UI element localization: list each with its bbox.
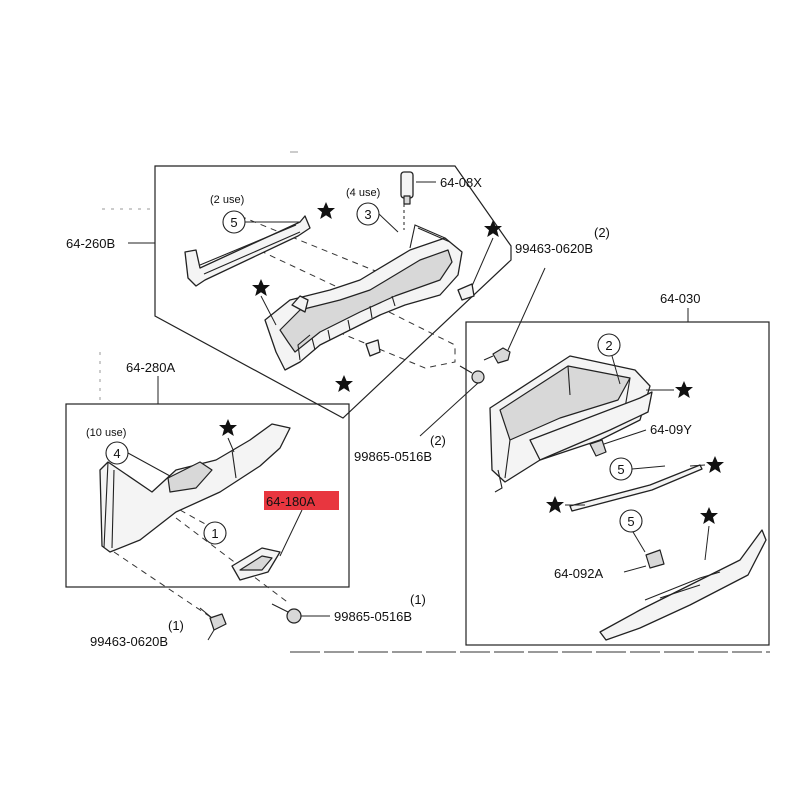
callout-use-4: (10 use) <box>86 427 126 439</box>
callout-circle-2 <box>597 333 621 357</box>
left-guide-lines-2 <box>113 551 216 621</box>
hinge-clip <box>457 283 475 301</box>
screw-bottom-label: 99865-0516B <box>334 609 412 624</box>
callout-2-leader <box>611 355 621 385</box>
star-icon <box>219 419 237 436</box>
lid-clip-label: 64-092A <box>554 566 603 581</box>
star-icon <box>675 381 693 398</box>
bolt-top-label: 99463-0620B <box>515 241 593 256</box>
screw-middle-label: 99865-0516B <box>354 449 432 464</box>
star-leader <box>704 525 710 561</box>
callout-number-2: 2 <box>605 338 612 353</box>
screw-bottom-qty: (1) <box>410 592 426 607</box>
callout-use-5: (2 use) <box>210 194 244 206</box>
callout-use-3: (4 use) <box>346 187 380 199</box>
lid-panel <box>599 529 767 641</box>
scan-artifacts <box>99 151 770 653</box>
latch-leader <box>603 429 647 445</box>
star-leader <box>471 237 494 287</box>
bolt-top-leader <box>507 267 546 351</box>
bolt-icon <box>199 607 227 631</box>
highlighted-part-label: 64-180A <box>266 494 315 509</box>
screw-icon <box>459 365 485 384</box>
top-assembly-label: 64-260B <box>66 236 115 251</box>
callout-number-5c: 5 <box>627 514 634 529</box>
screw-middle-qty: (2) <box>430 433 446 448</box>
callout-3-leader <box>378 213 399 233</box>
star-icon <box>317 202 335 219</box>
callout-4-leader <box>127 452 171 477</box>
callout-circle-5c <box>619 509 643 533</box>
glove-box-bin <box>489 355 653 493</box>
star-leader <box>227 437 235 453</box>
top-assembly-frame <box>154 165 512 419</box>
right-assembly-label: 64-030 <box>660 291 700 306</box>
clip-icon <box>645 549 665 569</box>
callout-circle-1 <box>203 521 227 545</box>
screw-middle-leader <box>419 382 479 437</box>
star-icon <box>335 375 353 392</box>
star-leader <box>260 295 277 326</box>
star-icon <box>700 507 718 524</box>
left-assembly-frame <box>65 403 350 588</box>
right-assembly-frame <box>465 321 770 646</box>
damper-icon <box>400 171 414 230</box>
top-guide-lines <box>249 245 456 369</box>
side-bracket <box>184 215 311 287</box>
handle-part <box>231 547 281 581</box>
screw-icon <box>271 603 302 624</box>
left-assembly-label: 64-280A <box>126 360 175 375</box>
highlight-box <box>264 491 339 510</box>
left-guide-lines <box>175 509 291 605</box>
lower-panel <box>99 423 291 553</box>
bolt-top-qty: (2) <box>594 225 610 240</box>
bolt-bottom-leader <box>207 629 215 641</box>
star-icon <box>252 279 270 296</box>
callout-5b-leader <box>631 465 666 470</box>
callout-number-5b: 5 <box>617 462 624 477</box>
bolt-bottom-label: 99463-0620B <box>90 634 168 649</box>
star-icon <box>706 456 724 473</box>
bolt-icon <box>483 347 511 364</box>
callout-number-5: 5 <box>230 215 237 230</box>
latch-label: 64-09Y <box>650 422 692 437</box>
callout-number-1: 1 <box>211 526 218 541</box>
clip-icon <box>365 339 381 357</box>
bolt-bottom-qty: (1) <box>168 618 184 633</box>
star-leader <box>689 464 706 467</box>
damper-label: 64-08X <box>440 175 482 190</box>
callout-5c-leader <box>632 531 646 553</box>
latch-clip-icon <box>589 439 607 457</box>
star-icon <box>546 496 564 513</box>
lid-clip-leader <box>623 565 647 573</box>
callout-number-4: 4 <box>113 446 120 461</box>
callout-number-3: 3 <box>364 207 371 222</box>
highlighted-part-leader <box>279 509 303 557</box>
dashboard-frame-part <box>264 224 463 371</box>
latch-rod <box>569 464 703 512</box>
